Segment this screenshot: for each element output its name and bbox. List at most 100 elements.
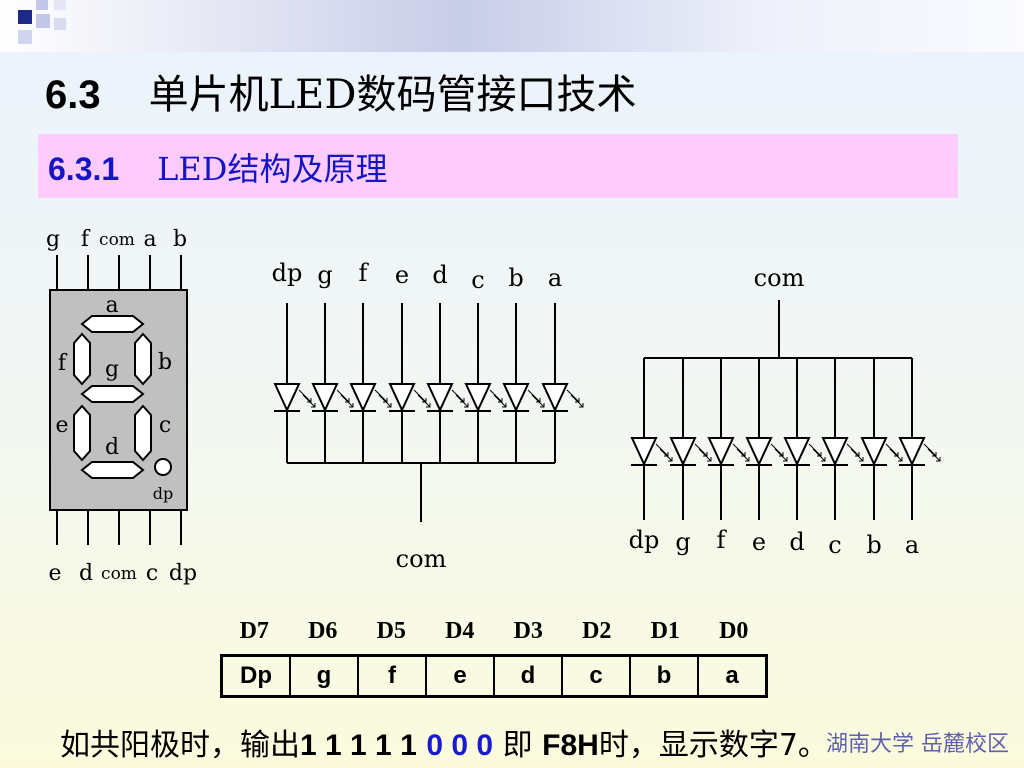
slide-title-text: 单片机LED数码管接口技术 [148,72,637,118]
top-pin-label: com [99,230,135,250]
decor-square [36,14,50,28]
led-diode [426,383,469,412]
bit-label: D5 [376,618,406,644]
led-diode [669,437,712,466]
pin-label: e [752,528,766,556]
caption-suffix: 时，显示数字7。 [598,728,828,763]
segment-cell: a [697,654,768,698]
bit-label: D3 [513,618,543,644]
segment-label-dp: dp [153,484,173,503]
university-logo: 湖南大学 岳麓校区 [826,732,1009,757]
pin-label: c [828,531,841,559]
led-diode [464,383,507,412]
led-diode [860,437,903,466]
segment-cell: d [493,654,563,698]
segment-cell: g [289,654,359,698]
common-label: com [754,264,805,292]
bottom-pin-label: d [79,561,93,586]
bottom-pin-label: c [146,561,158,586]
led-diode [311,383,354,412]
led-diode [630,437,673,466]
top-pin-label: a [143,227,156,252]
segment-label-e: e [55,413,68,438]
led-diode [388,383,431,412]
pin-label: b [866,531,881,559]
caption-bits-low: 0 0 0 [426,729,494,762]
pin-label: d [789,528,804,556]
top-pin-label: f [81,227,91,252]
bit-label: D2 [582,618,612,644]
pin-label: d [432,261,447,289]
bit-label: D0 [719,618,749,644]
pin-label: a [548,264,562,292]
segment-cell: c [561,654,631,698]
pin-label: f [359,259,370,287]
segment-dp [154,458,172,476]
bit-label: D4 [445,618,475,644]
decor-square [18,10,32,24]
segment-cell: f [357,654,427,698]
led-diode [898,437,941,466]
top-decor-bar [0,0,1024,52]
led-diode [821,437,864,466]
common-label: com [396,545,447,573]
segment-label-b: b [158,350,172,375]
pin-label: e [395,261,409,289]
pin-label: dp [629,526,660,554]
bottom-pin-label: dp [169,561,197,586]
led-diode [783,437,826,466]
pin-label: g [317,261,332,289]
pin-label: a [905,531,919,559]
segment-cell: b [629,654,699,698]
segment-bit-table: Dp g f e d c b a [220,654,768,698]
segment-label-c: c [159,413,171,438]
bottom-pin-label: e [48,561,61,586]
bottom-pin-label: com [101,564,137,584]
decor-square [18,30,32,44]
section-number: 6.3 [45,73,101,117]
segment-label-a: a [105,293,118,318]
segment-cell: Dp [220,654,291,698]
segment-d [80,461,145,479]
table-row: Dp g f e d c b a [220,654,768,698]
bit-label: D7 [239,618,269,644]
segment-g [80,385,145,403]
pin-label: b [508,264,523,292]
caption-bits-high: 1 1 1 1 1 [300,729,417,762]
caption-hex: F8H [542,729,599,762]
subtitle-text: LED结构及原理 [157,150,388,188]
led-diode [541,383,584,412]
led-diode [502,383,545,412]
common-cathode-circuit: dp g f e d c b a com [272,259,584,573]
top-pin-label: g [46,227,60,252]
pin-label: g [675,528,690,556]
subtitle: 6.3.1 LED结构及原理 [48,144,387,190]
segment-f [73,332,91,386]
bit-header-row: D7 D6 D5 D4 D3 D2 D1 D0 [220,618,768,646]
decor-square [36,0,48,10]
led-diode [745,437,788,466]
slide-title: 6.3 单片机LED数码管接口技术 [45,62,636,120]
segment-label-f: f [58,351,68,376]
seven-segment-package: a f g b e c d dp g f com a b e d com c d… [46,227,197,586]
led-diode [349,383,392,412]
segment-b [134,332,152,386]
decor-square [54,0,66,10]
pin-label: dp [272,259,303,287]
subsection-number: 6.3.1 [48,151,120,187]
caption: 如共阳极时，输出1 1 1 1 1 0 0 0 即 F8H时，显示数字7。 [60,720,828,764]
caption-middle: 即 [502,728,533,763]
common-anode-circuit: com dp g f e d c b a [629,264,941,559]
segment-c [134,404,152,462]
pin-label: f [717,526,728,554]
decor-square [54,18,66,30]
segment-cell: e [425,654,495,698]
top-pin-label: b [173,227,187,252]
led-diode [707,437,750,466]
led-diode [273,383,316,412]
segment-label-d: d [105,435,119,460]
caption-prefix: 如共阳极时，输出 [60,728,300,763]
subtitle-band: 6.3.1 LED结构及原理 [38,134,958,198]
segment-e [73,404,91,462]
